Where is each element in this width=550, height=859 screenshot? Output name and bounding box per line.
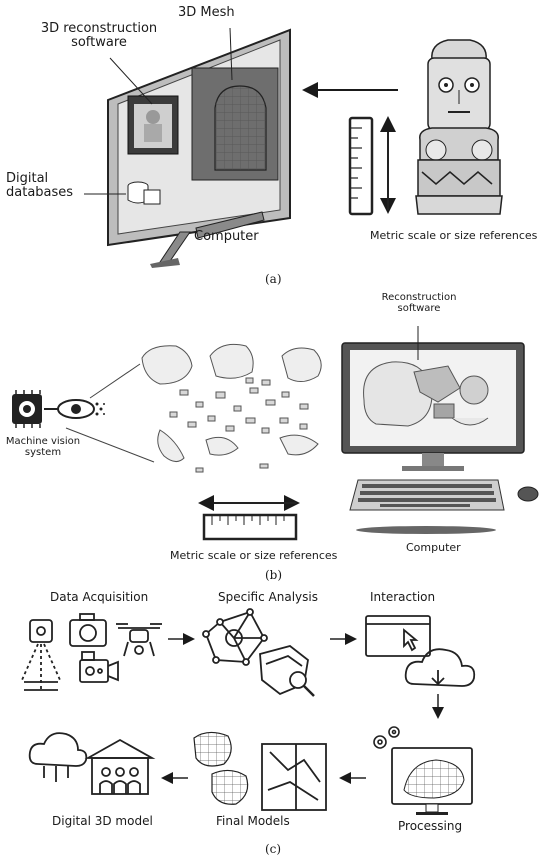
museum-icon	[84, 738, 156, 795]
vision-label: Machine vision system	[4, 436, 82, 458]
label-processing: Processing	[398, 819, 463, 833]
window-cursor-icon	[365, 615, 431, 657]
scale-label-b: Metric scale or size references	[170, 549, 338, 562]
skull-icon	[363, 361, 489, 427]
database-icon	[127, 181, 161, 205]
caption-b: (b)	[265, 568, 283, 582]
vision-label-line1: Machine vision	[5, 436, 81, 447]
scanner-icon	[21, 619, 61, 691]
drone-icon	[116, 623, 162, 657]
computer-label-b: Computer	[406, 541, 461, 554]
camera-icon	[69, 613, 107, 647]
bone-fragments-icon	[141, 343, 322, 473]
databases-label: Digital databases	[6, 171, 74, 201]
ruler-icon	[348, 116, 396, 216]
ruler-icon-b	[198, 495, 300, 541]
vision-leader-bottom	[65, 427, 155, 463]
software-leader	[109, 57, 153, 105]
databases-label-line2: databases	[6, 185, 74, 201]
software-label: 3D reconstruction software	[40, 21, 158, 51]
label-data-acquisition: Data Acquisition	[50, 590, 149, 604]
rock-magnifier-icon	[259, 645, 315, 697]
label-specific-analysis: Specific Analysis	[218, 590, 318, 604]
mouse-icon	[517, 486, 539, 502]
caption-a: (a)	[265, 272, 282, 286]
databases-label-line1: Digital	[6, 171, 49, 186]
final-mesh-icon	[193, 731, 249, 805]
shadow-b	[356, 526, 496, 534]
software-label-line1: 3D reconstruction	[40, 21, 158, 36]
software-label-b: Reconstruction software	[374, 292, 464, 314]
machine-vision-icon	[12, 390, 105, 428]
cloud-icon	[404, 648, 476, 687]
mesh-leader	[229, 27, 233, 81]
network-icon	[202, 608, 268, 666]
mesh-label: 3D Mesh	[178, 5, 235, 20]
map-icon	[261, 743, 327, 811]
software-label-b-line2: software	[397, 303, 441, 314]
software-thumbnail	[127, 95, 179, 155]
computer-label-a: Computer	[194, 229, 259, 244]
keyboard-icon	[349, 479, 505, 511]
mesh-icon	[191, 67, 279, 181]
software-label-line2: software	[71, 35, 127, 51]
scale-label-a: Metric scale or size references	[370, 229, 538, 242]
vision-label-line2: system	[24, 447, 62, 458]
processing-monitor-icon	[391, 747, 473, 815]
label-digital-3d-model: Digital 3D model	[52, 814, 153, 828]
label-final-models: Final Models	[216, 814, 290, 828]
gears-icon	[373, 726, 400, 749]
vision-leader-top	[89, 363, 141, 399]
software-label-b-line1: Reconstruction	[381, 292, 457, 303]
statue-icon	[415, 39, 503, 215]
video-camera-icon	[79, 651, 119, 683]
caption-c: (c)	[265, 842, 282, 856]
cloud-icon-2	[28, 732, 88, 782]
label-interaction: Interaction	[370, 590, 436, 604]
